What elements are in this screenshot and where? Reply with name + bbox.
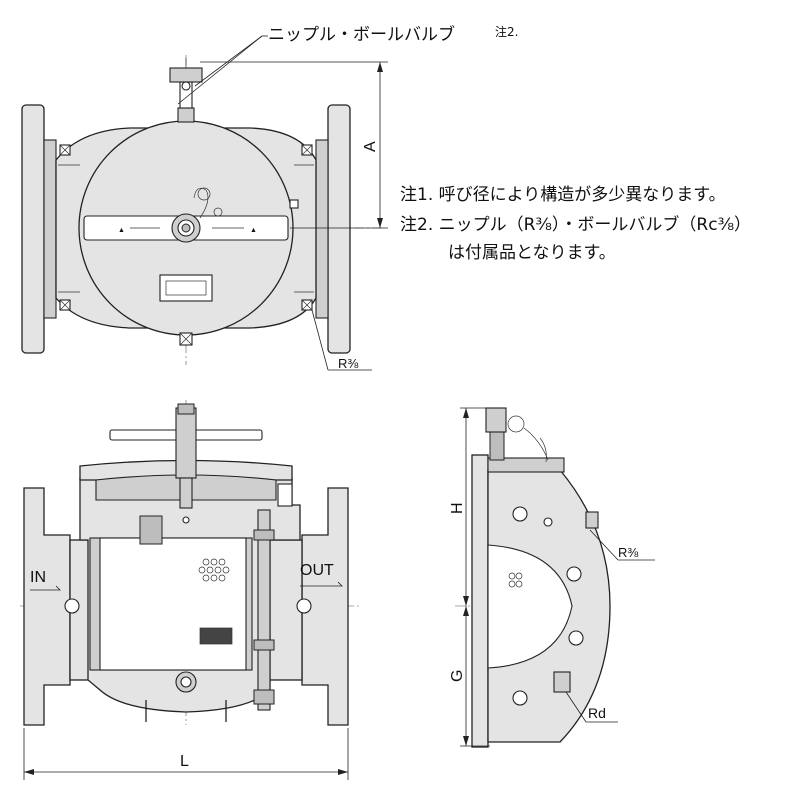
- note-1: 注1. 呼び径により構造が多少異なります。: [400, 185, 726, 205]
- side-view-flange: [471, 454, 489, 748]
- callout-nipple-ball-valve: ニップル・ボールバルブ: [268, 24, 455, 45]
- notes: 注1. 呼び径により構造が多少異なります。 注2. ニップル（R⅜）・ボールバル…: [400, 185, 751, 263]
- top-view: ▲ ▲ ニップル・ボールバルブ 注2.: [21, 24, 518, 371]
- top-view-nameplate: [159, 274, 213, 302]
- flow-out-label: OUT: [300, 562, 334, 579]
- front-view-left-flange: [23, 487, 71, 726]
- rd-label: Rd: [588, 705, 606, 721]
- top-view-right-flange: [327, 104, 351, 354]
- dim-h-label: H: [449, 502, 466, 514]
- note-2-line-2: は付属品となります。: [448, 243, 616, 263]
- callout-note-ref: 注2.: [495, 24, 518, 39]
- dim-a-label: A: [362, 141, 379, 152]
- front-view: IN OUT L: [20, 400, 360, 780]
- flow-in-label: IN: [30, 569, 46, 586]
- svg-text:▲: ▲: [250, 227, 257, 234]
- top-view-left-flange: [21, 104, 45, 354]
- dim-g-label: G: [449, 670, 466, 682]
- r38-side-label: R⅜: [618, 545, 638, 560]
- side-view: R⅜ Rd H G: [449, 407, 655, 748]
- r38-top-label: R⅜: [338, 356, 358, 371]
- dim-l-label: L: [180, 753, 189, 770]
- note-2-line-1: 注2. ニップル（R⅜）・ボールバルブ（Rc⅜）: [400, 214, 751, 235]
- perforation-dots: [198, 558, 230, 582]
- callout-leader-nipple: [194, 35, 263, 87]
- front-view-right-flange: [301, 487, 349, 726]
- svg-text:▲: ▲: [118, 227, 125, 234]
